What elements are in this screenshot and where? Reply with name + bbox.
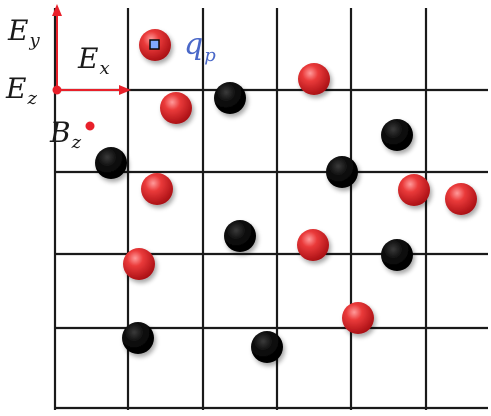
particles [95, 29, 477, 363]
red-particle [342, 302, 374, 334]
ex-label: Ex [77, 42, 110, 79]
bz-dot [86, 122, 95, 131]
red-particle [160, 92, 192, 124]
black-particle [326, 156, 358, 188]
black-particle [122, 322, 154, 354]
red-particle [445, 183, 477, 215]
black-particle [381, 239, 413, 271]
red-particle [297, 229, 329, 261]
qp-marker-square [150, 40, 159, 49]
field-labels: Ey Ex Ez Bz qp [5, 14, 216, 153]
ex-arrow-head [119, 85, 131, 95]
black-particle [251, 331, 283, 363]
ey-arrow-head [52, 4, 62, 16]
black-particle [95, 147, 127, 179]
red-particle [398, 174, 430, 206]
qp-label: qp [184, 27, 216, 66]
red-particle [123, 248, 155, 280]
red-particle [298, 63, 330, 95]
black-particle [214, 82, 246, 114]
black-particle [381, 119, 413, 151]
black-particle [224, 220, 256, 252]
ez-dot [53, 86, 62, 95]
red-particle [141, 173, 173, 205]
bz-label: Bz [49, 116, 82, 153]
ez-label: Ez [5, 72, 37, 109]
ey-label: Ey [7, 14, 40, 51]
